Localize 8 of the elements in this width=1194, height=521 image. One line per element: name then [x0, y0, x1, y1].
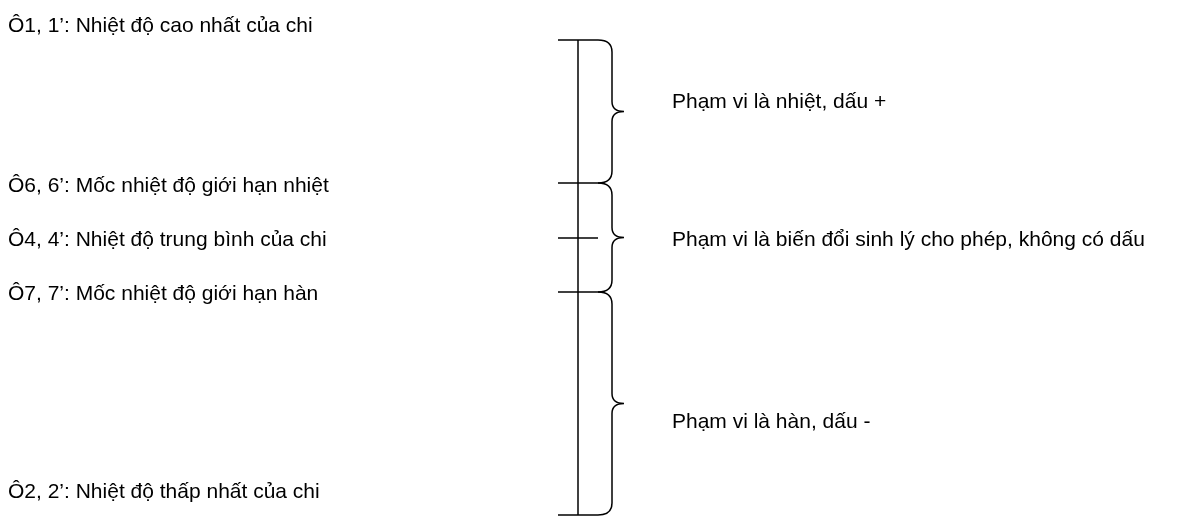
scale-label: Ô6, 6’: Mốc nhiệt độ giới hạn nhiệt — [8, 172, 330, 197]
range-label: Phạm vi là hàn, dấu - — [672, 408, 872, 433]
scale-label: Ô1, 1’: Nhiệt độ cao nhất của chi — [8, 12, 314, 37]
scale-label: Ô2, 2’: Nhiệt độ thấp nhất của chi — [8, 478, 321, 503]
scale-label: Ô4, 4’: Nhiệt độ trung bình của chi — [8, 226, 328, 251]
scale-label: Ô7, 7’: Mốc nhiệt độ giới hạn hàn — [8, 280, 320, 305]
range-label: Phạm vi là biến đổi sinh lý cho phép, không có dấu — [672, 226, 1146, 251]
range-label: Phạm vi là nhiệt, dấu + — [672, 88, 888, 113]
